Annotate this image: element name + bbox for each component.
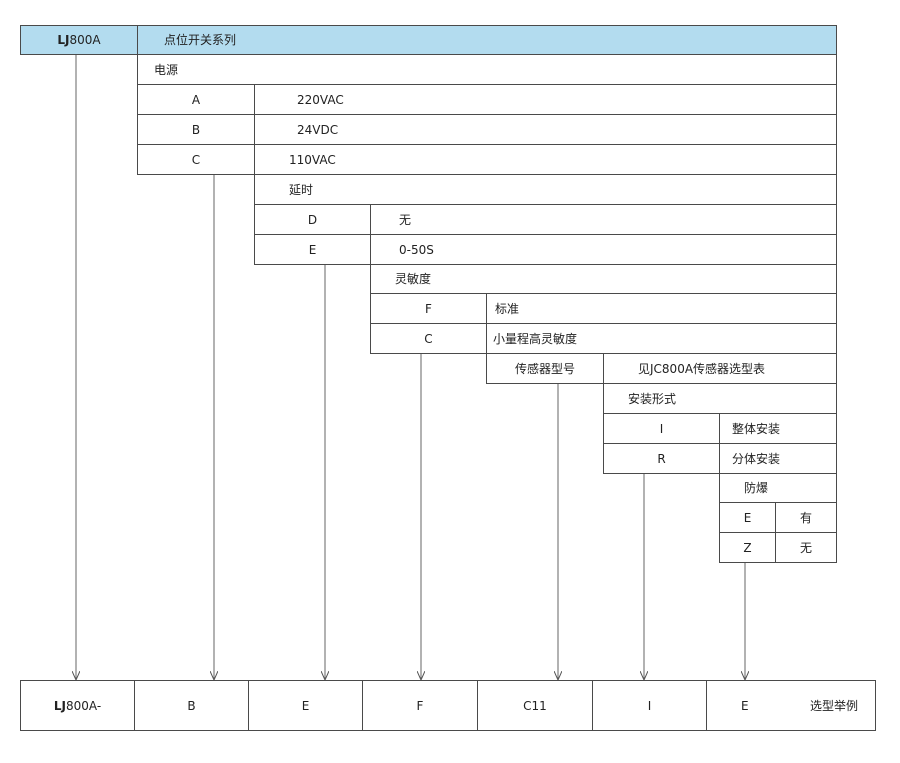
mounting-code-r: R [603,443,720,474]
sensitivity-label-cell: 灵敏度 [370,264,837,294]
explosion-label-cell: 防爆 [719,473,837,503]
example-series-rest: 800A- [65,698,102,713]
power-label-cell: 电源 [137,54,837,85]
mounting-label-cell: 安装形式 [603,383,837,414]
example-cell-delay: E [248,680,363,731]
explosion-code-z: Z [719,532,776,563]
delay-value-d: 无 [370,204,837,235]
example-cell-power: B [134,680,249,731]
sensitivity-value-f: 标准 [486,293,837,324]
series-code-bold: LJ [57,33,70,47]
delay-value-e: 0-50S [370,234,837,265]
power-code-c: C [137,144,255,175]
power-value-c: 110VAC [254,144,837,175]
mounting-label: 安装形式 [628,391,677,406]
example-cell-explosion: E [706,680,876,731]
sensitivity-code-f: F [370,293,487,324]
example-note: 选型举例 [810,699,859,713]
sensor-label: 传感器型号 [514,361,575,376]
sensor-value-cell: 见JC800A传感器选型表 [603,353,837,384]
mounting-value-i: 整体安装 [719,413,837,444]
delay-code-e: E [254,234,371,265]
explosion-value-z: 无 [775,532,837,563]
series-title-cell: 点位开关系列 [137,25,837,55]
example-cell-sensor: C11 [477,680,593,731]
power-label: 电源 [154,62,179,77]
explosion-value-e: 有 [775,502,837,533]
example-series-bold: LJ [53,698,66,713]
sensor-label-cell: 传感器型号 [486,353,604,384]
series-title: 点位开关系列 [164,33,237,47]
explosion-code-e: E [719,502,776,533]
example-cell-mounting: I [592,680,707,731]
sensitivity-label: 灵敏度 [395,272,432,286]
delay-label-cell: 延时 [254,174,837,205]
example-cell-sensitivity: F [362,680,478,731]
delay-code-d: D [254,204,371,235]
sensitivity-value-c: 小量程高灵敏度 [486,323,837,354]
sensor-value: 见JC800A传感器选型表 [638,361,766,376]
power-code-a: A [137,84,255,115]
power-value-a: 220VAC [254,84,837,115]
mounting-code-i: I [603,413,720,444]
power-value-b: 24VDC [254,114,837,145]
sensitivity-code-c: C [370,323,487,354]
explosion-label: 防爆 [744,481,769,495]
power-code-b: B [137,114,255,145]
mounting-value-r: 分体安装 [719,443,837,474]
delay-label: 延时 [289,182,314,197]
series-code-rest: 800A [69,33,101,47]
